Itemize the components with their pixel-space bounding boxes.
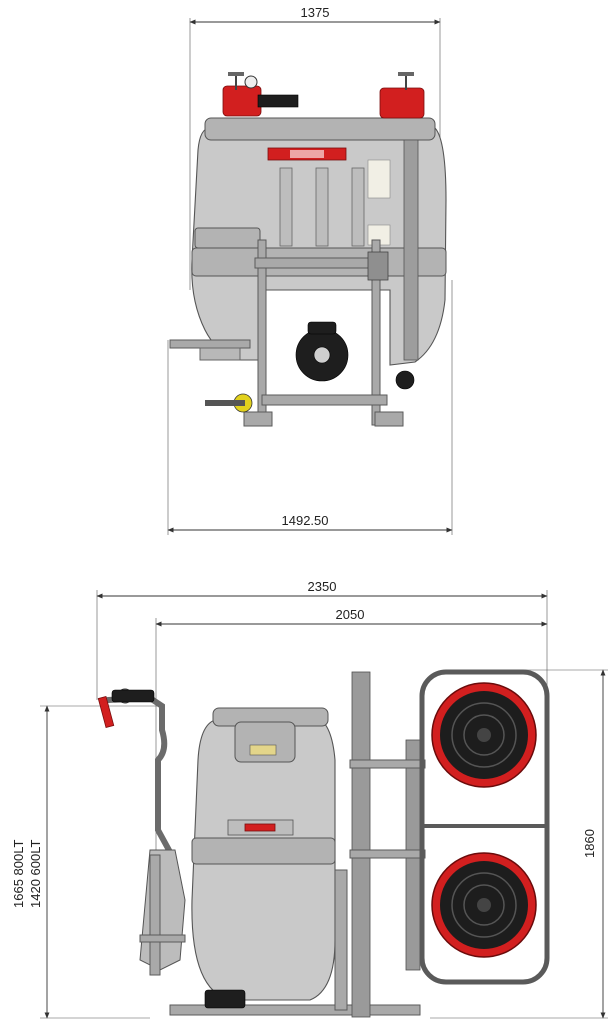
lever-handle-red — [97, 695, 115, 729]
valve-red-right — [379, 87, 425, 119]
dimension-label-1665-800lt: 1665 800LT — [11, 840, 26, 908]
tank-band — [191, 837, 336, 865]
mast-clamp — [349, 849, 426, 859]
level-gauge — [403, 139, 419, 361]
frame-foot — [243, 411, 273, 427]
dimension-front-overall-width: 1492.50 — [167, 280, 453, 535]
dimension-side-overall-length: 2350 — [96, 579, 548, 700]
tank-lid — [204, 117, 436, 141]
dimension-front-top-width: 1375 — [189, 5, 441, 290]
filler-cap — [234, 721, 296, 763]
frame-base — [169, 1004, 421, 1016]
frame-bracket — [139, 934, 186, 943]
side-tray — [169, 339, 251, 349]
warning-stripe — [244, 823, 276, 832]
side-view: 2350 2050 1665 800LT 1420 600LT 1860 — [11, 579, 608, 1019]
dimension-label-1420-600lt: 1420 600LT — [28, 840, 43, 908]
sprayer-side-illustration — [97, 669, 550, 1018]
fan-bottom-icon — [431, 852, 537, 958]
dimension-side-tank-length: 2050 — [155, 607, 548, 850]
dimension-side-height-tank: 1665 800LT 1420 600LT — [11, 705, 160, 1019]
frame-post-rear — [334, 869, 348, 1011]
frame-crossbar — [254, 257, 386, 269]
frame-bottom-bar — [261, 394, 388, 406]
filler-box — [194, 227, 261, 249]
front-view: 1375 1492.50 — [167, 5, 453, 535]
dimension-side-height-total: 1860 — [430, 669, 608, 1019]
pressure-gauge-icon — [244, 75, 258, 89]
warning-sticker — [367, 159, 391, 199]
frame-foot — [374, 411, 404, 427]
hitch-frame — [139, 849, 186, 971]
valve-red-left — [222, 85, 262, 117]
fan-mast — [351, 671, 371, 1018]
control-lever — [105, 694, 173, 855]
mount-plate — [367, 251, 389, 281]
tank-rib — [315, 167, 329, 247]
dimension-label-1492-50: 1492.50 — [282, 513, 329, 528]
drain-cap-icon — [395, 370, 415, 390]
dimension-label-1860: 1860 — [582, 829, 597, 858]
level-sticker — [249, 744, 277, 756]
mast-clamp — [349, 759, 426, 769]
sprayer-front-illustration — [169, 72, 447, 427]
brand-logo — [290, 150, 324, 158]
valve-block — [257, 94, 299, 108]
fan-top-icon — [431, 682, 537, 788]
pump-icon — [204, 989, 246, 1009]
tank-rib — [279, 167, 293, 247]
dimension-label-2350: 2350 — [308, 579, 337, 594]
tank-rib — [351, 167, 365, 247]
frame-post — [149, 854, 161, 976]
dimension-label-1375: 1375 — [301, 5, 330, 20]
dimension-label-2050: 2050 — [336, 607, 365, 622]
